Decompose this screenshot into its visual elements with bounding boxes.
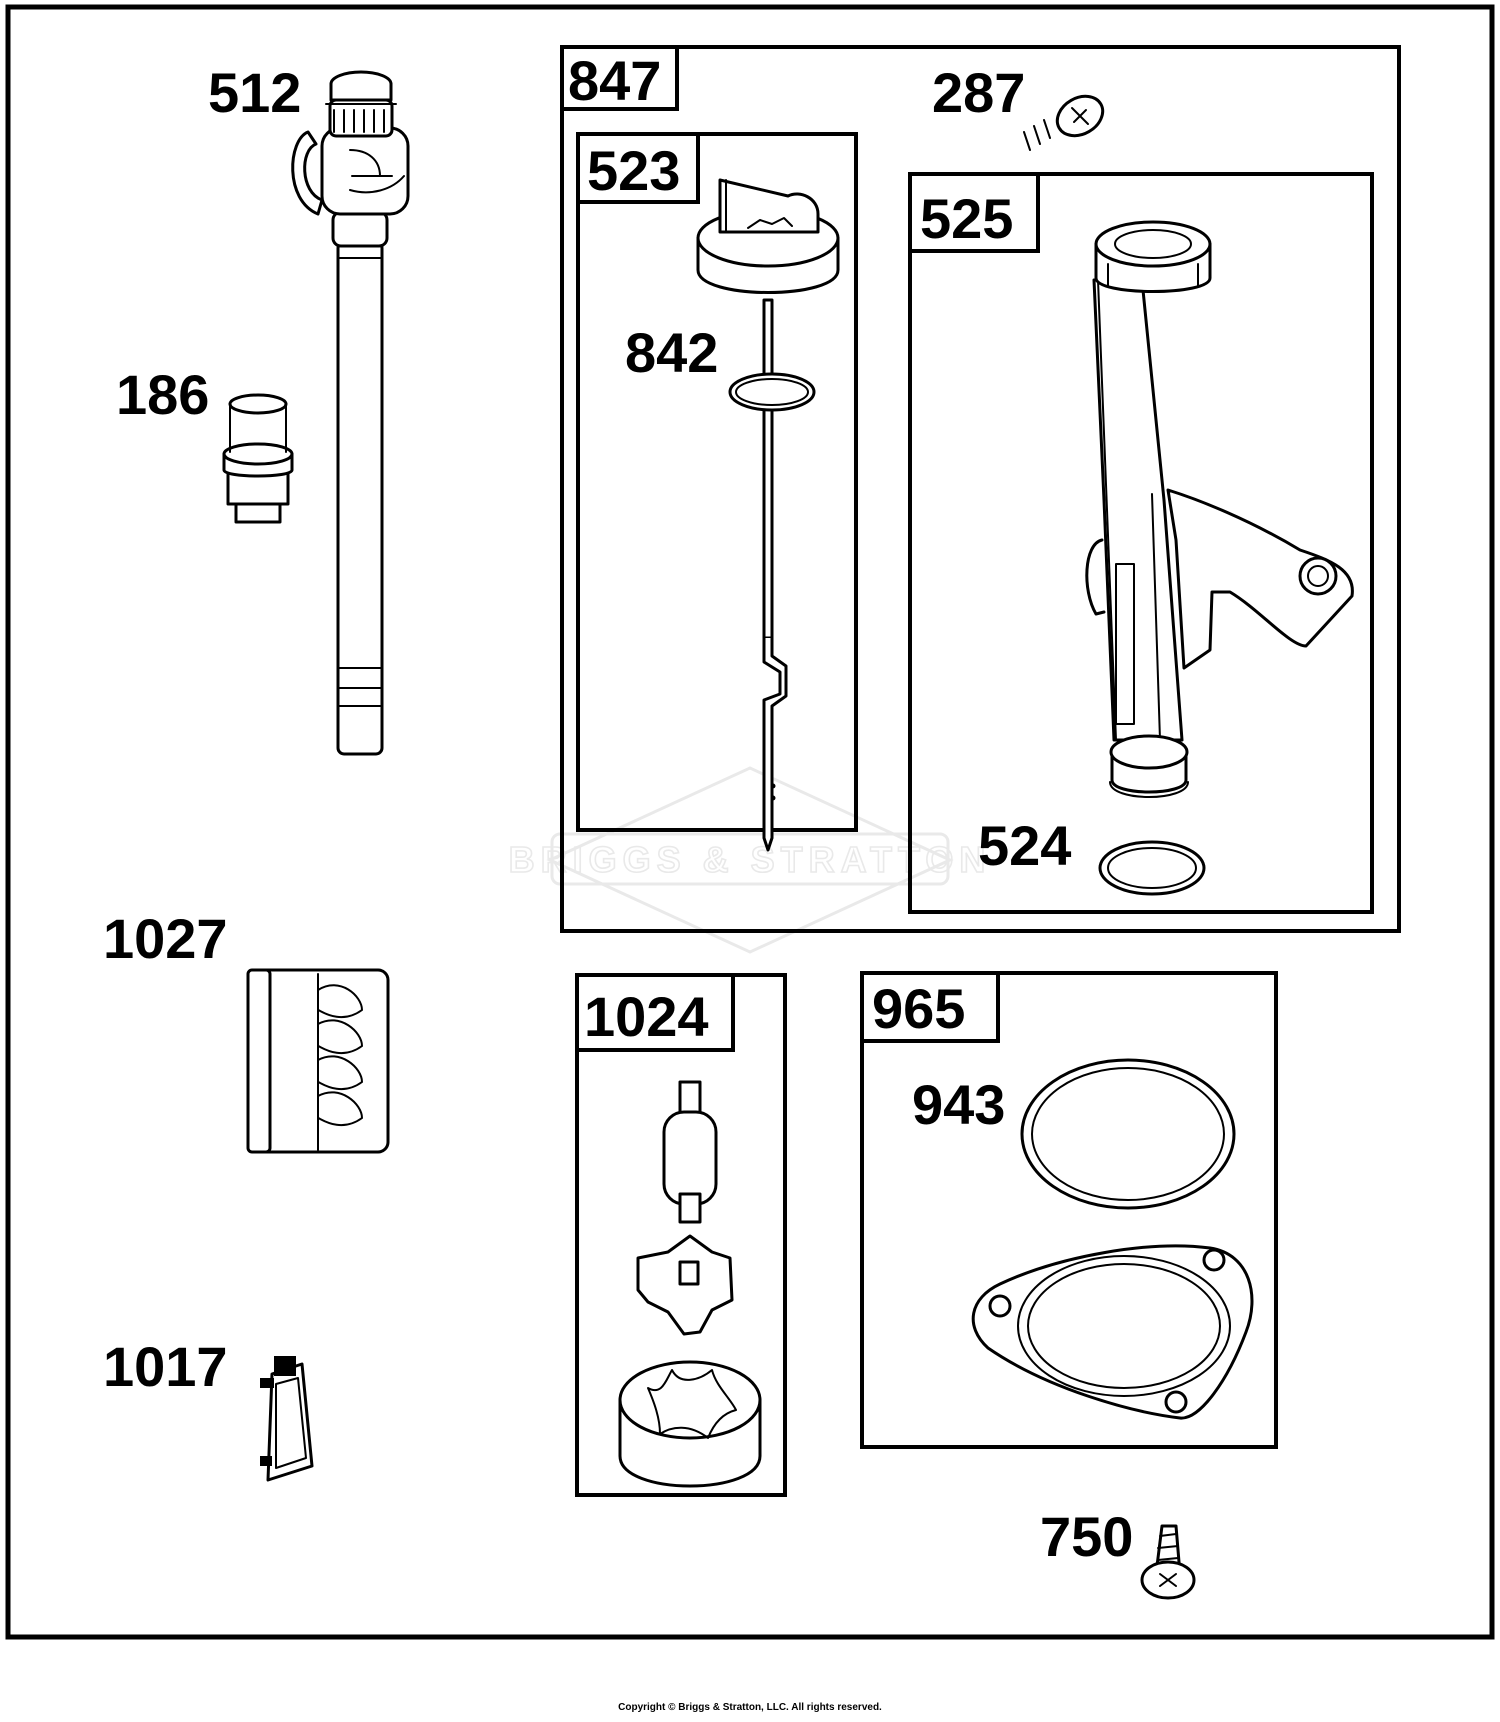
group-965-tab (860, 971, 1000, 1043)
callout-943: 943 (912, 1073, 1005, 1136)
part-287-screw (1010, 94, 1105, 158)
group-523-label: 523 (587, 139, 680, 202)
group-525-box (908, 172, 1374, 914)
part-525-dipstick-tube (1085, 220, 1354, 798)
watermark-logo: BRIGGS & STRATTON (508, 766, 992, 954)
group-847-tab (560, 45, 679, 111)
part-523-dipstick (696, 178, 840, 852)
group-525: 525 (908, 172, 1374, 914)
group-847-label: 847 (568, 49, 661, 112)
callout-750: 750 (1040, 1505, 1133, 1568)
group-523: 523 (576, 132, 858, 832)
part-943-gasket (1020, 1058, 1236, 1210)
part-1017-filter-element (260, 1356, 314, 1482)
diagram-frame (5, 4, 1495, 1640)
copyright-notice: Copyright © Briggs & Stratton, LLC. All … (618, 1702, 882, 1713)
callout-842: 842 (625, 321, 718, 384)
part-750-screw (1140, 1524, 1196, 1600)
group-965: 965 (860, 971, 1278, 1449)
callout-287: 287 (932, 61, 1025, 124)
group-523-tab (576, 132, 700, 204)
watermark-text: BRIGGS & STRATTON (509, 839, 992, 880)
part-524-seal-ring (1098, 840, 1206, 896)
callout-524: 524 (978, 814, 1071, 877)
callout-186: 186 (116, 363, 209, 426)
group-965-box (860, 971, 1278, 1449)
part-186-fitting (222, 393, 294, 524)
group-965-label: 965 (872, 977, 965, 1040)
group-1024-label: 1024 (584, 985, 709, 1048)
callout-1017: 1017 (103, 1335, 228, 1398)
part-1024-pump-housing (618, 1360, 762, 1488)
group-847: 847 (560, 45, 1401, 933)
group-523-box (576, 132, 858, 832)
group-1024: 1024 (575, 973, 787, 1497)
callout-512: 512 (208, 61, 301, 124)
part-842-o-ring (728, 372, 816, 412)
callout-1027: 1027 (103, 907, 228, 970)
group-847-box (560, 45, 1401, 933)
group-525-tab (908, 172, 1040, 253)
part-1024-pump-shaft (662, 1080, 718, 1224)
part-512-tube-assembly (291, 70, 410, 756)
part-1027-oil-filter (246, 968, 390, 1154)
part-1024-pump-rotor (636, 1234, 734, 1336)
group-1024-tab (575, 973, 735, 1052)
group-525-label: 525 (920, 187, 1013, 250)
part-965-cover-plate (971, 1244, 1254, 1420)
